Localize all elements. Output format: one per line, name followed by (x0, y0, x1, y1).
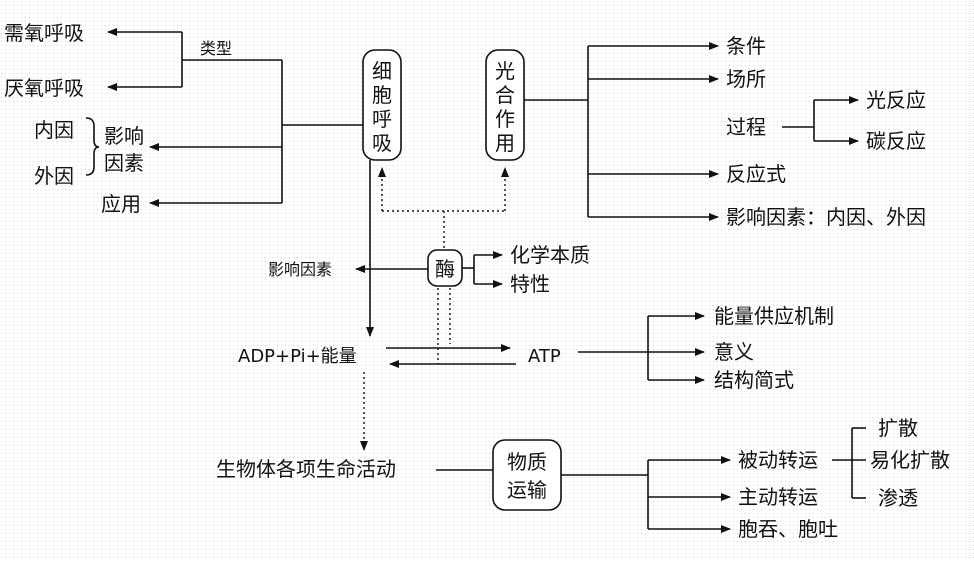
respiration-application: 应用 (101, 192, 141, 216)
passive-transport: 被动转运 (738, 448, 818, 472)
endocytosis-exocytosis: 胞吞、胞吐 (738, 517, 838, 541)
photosynthesis-equation: 反应式 (726, 162, 786, 186)
photosynthesis-node: 光 合 作 用 (485, 49, 525, 161)
photosynthesis-char-1: 光 (495, 59, 515, 83)
transport-node: 物质 运输 (492, 439, 562, 511)
external-factor: 外因 (34, 164, 74, 188)
cell-respiration-char-3: 呼 (372, 107, 392, 131)
photosynthesis-site: 场所 (726, 67, 766, 91)
photosynthesis-factors: 影响因素：内因、外因 (726, 205, 926, 229)
respiration-factors-line1: 影响 (104, 124, 144, 148)
atp-label: ATP (528, 346, 561, 367)
photosynthesis-branch-lines (524, 42, 859, 221)
enzyme-properties: 特性 (510, 272, 550, 296)
photosynthesis-char-2: 合 (495, 83, 515, 107)
enzyme-chemical-nature: 化学本质 (510, 243, 590, 267)
atp-structure-formula: 结构简式 (714, 368, 794, 392)
respiration-factors-line2: 因素 (104, 151, 144, 175)
atp-significance: 意义 (714, 340, 754, 364)
cell-respiration-char-1: 细 (372, 59, 392, 83)
osmosis: 渗透 (878, 486, 918, 510)
aerobic-respiration: 需氧呼吸 (4, 21, 84, 45)
cell-respiration-node: 细 胞 呼 吸 (362, 49, 402, 161)
enzyme-branch-lines (355, 251, 503, 288)
light-reaction: 光反应 (866, 88, 926, 112)
internal-factor: 内因 (34, 118, 74, 142)
transport-branch-lines (561, 427, 866, 533)
photosynthesis-char-3: 作 (495, 107, 515, 131)
diffusion: 扩散 (878, 416, 918, 440)
cell-respiration-char-4: 吸 (372, 131, 392, 155)
enzyme-factors: 影响因素 (268, 260, 332, 279)
transport-label-line2: 运输 (507, 478, 547, 502)
photosynthesis-char-4: 用 (495, 131, 515, 155)
respiration-branch-lines (85, 28, 363, 207)
energy-supply-mechanism: 能量供应机制 (714, 304, 834, 328)
enzyme-node: 酶 (427, 249, 463, 287)
anaerobic-respiration: 厌氧呼吸 (4, 76, 84, 100)
transport-label-line1: 物质 (507, 450, 547, 474)
photosynthesis-process: 过程 (726, 115, 766, 139)
cell-respiration-char-2: 胞 (372, 83, 392, 107)
active-transport: 主动转运 (738, 485, 818, 509)
atp-branch-lines (578, 312, 705, 384)
photosynthesis-conditions: 条件 (726, 34, 766, 58)
carbon-reaction: 碳反应 (866, 129, 926, 153)
type-label: 类型 (200, 39, 232, 58)
enzyme-label: 酶 (435, 257, 455, 281)
life-activities: 生物体各项生命活动 (216, 457, 396, 481)
adp-pi-energy: ADP+Pi+能量 (238, 346, 357, 367)
facilitated-diffusion: 易化扩散 (870, 448, 950, 472)
enzyme-dotted-links (378, 167, 509, 364)
